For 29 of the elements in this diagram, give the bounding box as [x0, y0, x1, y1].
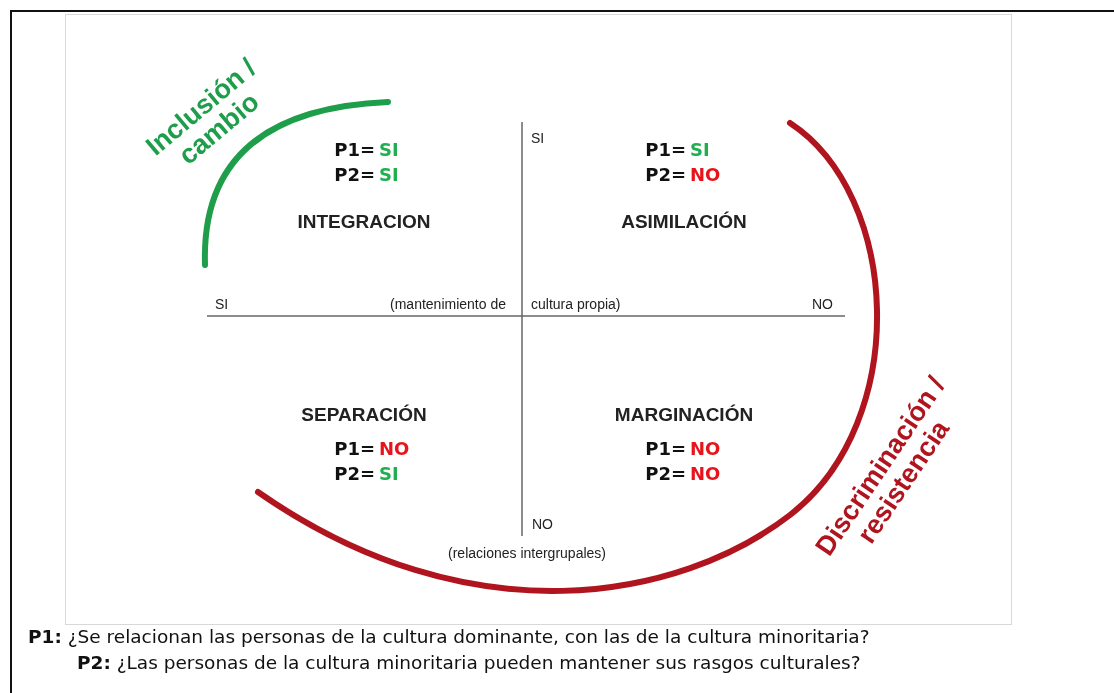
- question-label: P2=: [334, 163, 375, 185]
- question-label: P2=: [645, 462, 686, 484]
- question-label: P1=: [645, 138, 686, 160]
- question-label: P2=: [334, 462, 375, 484]
- quadrant-title: ASIMILACIÓN: [621, 211, 747, 233]
- answer-label: NO: [379, 437, 410, 459]
- question-label: P2=: [645, 163, 686, 185]
- answer-label: SI: [379, 138, 399, 160]
- axis-label: NO: [532, 516, 553, 532]
- axis-label: SI: [531, 130, 545, 146]
- axis-label: (relaciones intergrupales): [448, 545, 606, 561]
- quadrant-title: SEPARACIÓN: [301, 404, 427, 426]
- quadrant-title: INTEGRACION: [297, 211, 431, 233]
- question-label: P1=: [645, 437, 686, 459]
- answer-label: NO: [690, 163, 721, 185]
- answer-label: SI: [379, 163, 399, 185]
- answer-label: SI: [690, 138, 710, 160]
- axis-label: NO: [812, 296, 833, 312]
- axis-label: cultura propia): [531, 296, 621, 312]
- question-label: P1=: [334, 138, 375, 160]
- answer-label: NO: [690, 437, 721, 459]
- question-text: P2: ¿Las personas de la cultura minoritaria pueden mantener sus rasgos culturales?: [77, 651, 861, 673]
- answer-label: SI: [379, 462, 399, 484]
- axis-label: (mantenimiento de: [390, 296, 506, 312]
- question-text: P1: ¿Se relacionan las personas de la cultura dominante, con las de la cultura minoritaria?: [28, 625, 870, 647]
- answer-label: NO: [690, 462, 721, 484]
- question-label: P1=: [334, 437, 375, 459]
- axis-label: SI: [215, 296, 229, 312]
- quadrant-title: MARGINACIÓN: [614, 404, 754, 426]
